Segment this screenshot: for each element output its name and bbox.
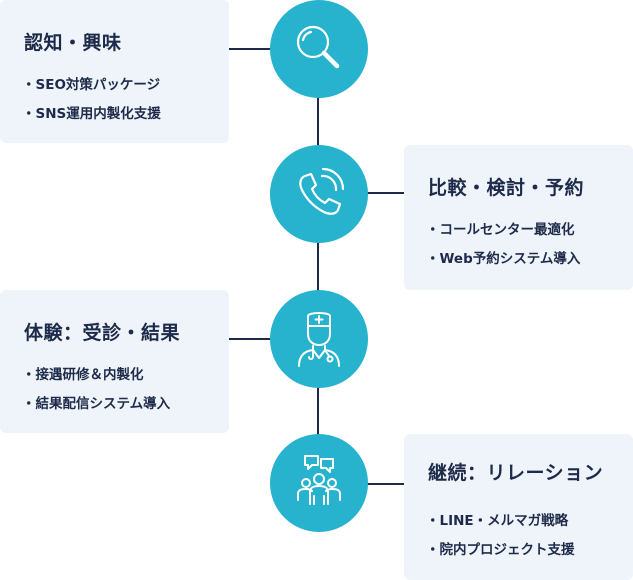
step-item: ・結果配信システム導入 — [22, 396, 171, 412]
step-title: 継続：リレーション — [428, 462, 604, 484]
step-card-experience: 体験：受診・結果 ・接遇研修＆内製化 ・結果配信システム導入 — [0, 290, 229, 433]
connector-line-4 — [365, 483, 405, 485]
step-title: 体験：受診・結果 — [24, 322, 181, 344]
community-icon — [297, 455, 341, 505]
step-item: ・LINE・メルマガ戦略 — [426, 513, 569, 529]
search-icon — [296, 25, 340, 69]
step-circle-1 — [270, 0, 368, 98]
step-item: ・コールセンター最適化 — [426, 222, 575, 238]
step-circle-3 — [270, 290, 368, 388]
connector-line-2 — [365, 192, 405, 194]
step-item: ・院内プロジェクト支援 — [426, 542, 575, 558]
step-title: 比較・検討・予約 — [428, 177, 585, 199]
doctor-icon — [298, 312, 340, 367]
step-card-awareness: 認知・興味 ・SEO対策パッケージ ・SNS運用内製化支援 — [0, 0, 229, 143]
connector-line-1 — [229, 48, 271, 50]
step-circle-2 — [270, 145, 368, 243]
step-card-retention: 継続：リレーション ・LINE・メルマガ戦略 ・院内プロジェクト支援 — [404, 434, 633, 580]
step-circle-4 — [270, 434, 368, 532]
step-title: 認知・興味 — [24, 32, 122, 54]
phone-icon — [299, 167, 345, 215]
step-item: ・Web予約システム導入 — [426, 251, 581, 267]
connector-line-3 — [229, 338, 271, 340]
step-item: ・接遇研修＆内製化 — [22, 367, 144, 383]
step-item: ・SEO対策パッケージ — [22, 77, 161, 93]
step-card-comparison: 比較・検討・予約 ・コールセンター最適化 ・Web予約システム導入 — [404, 145, 633, 290]
step-item: ・SNS運用内製化支援 — [22, 106, 161, 122]
